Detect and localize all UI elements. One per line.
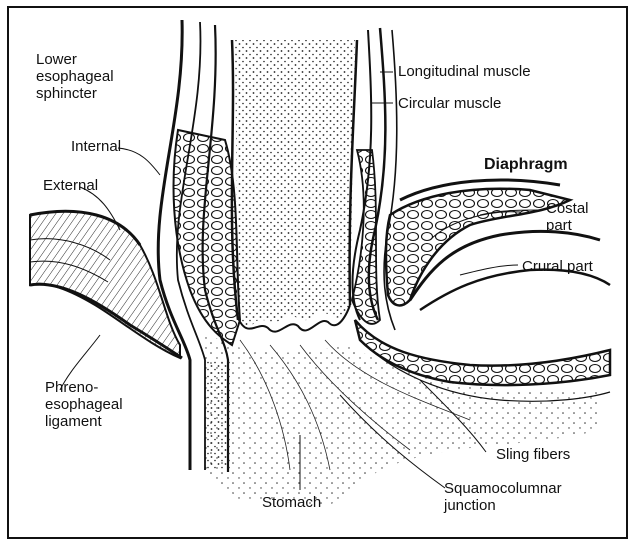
label-crural-part: Crural part bbox=[522, 258, 593, 275]
label-stomach: Stomach bbox=[262, 494, 321, 511]
label-internal: Internal bbox=[71, 138, 121, 155]
label-sling-fibers: Sling fibers bbox=[496, 446, 570, 463]
left-esophageal-wall bbox=[158, 20, 240, 472]
label-circular-muscle: Circular muscle bbox=[398, 95, 501, 112]
label-phreno-esophageal-ligament: Phreno-esophageal ligament bbox=[45, 379, 145, 430]
label-squamocolumnar-junction: Squamocolumnar junction bbox=[444, 480, 564, 514]
label-external: External bbox=[43, 177, 98, 194]
esophageal-lumen bbox=[235, 40, 355, 332]
label-diaphragm: Diaphragm bbox=[484, 156, 568, 173]
label-longitudinal-muscle: Longitudinal muscle bbox=[398, 63, 531, 80]
label-lower-esophageal-sphincter: Lower esophageal sphincter bbox=[36, 51, 136, 102]
label-costal-part: Costal part bbox=[546, 200, 602, 234]
